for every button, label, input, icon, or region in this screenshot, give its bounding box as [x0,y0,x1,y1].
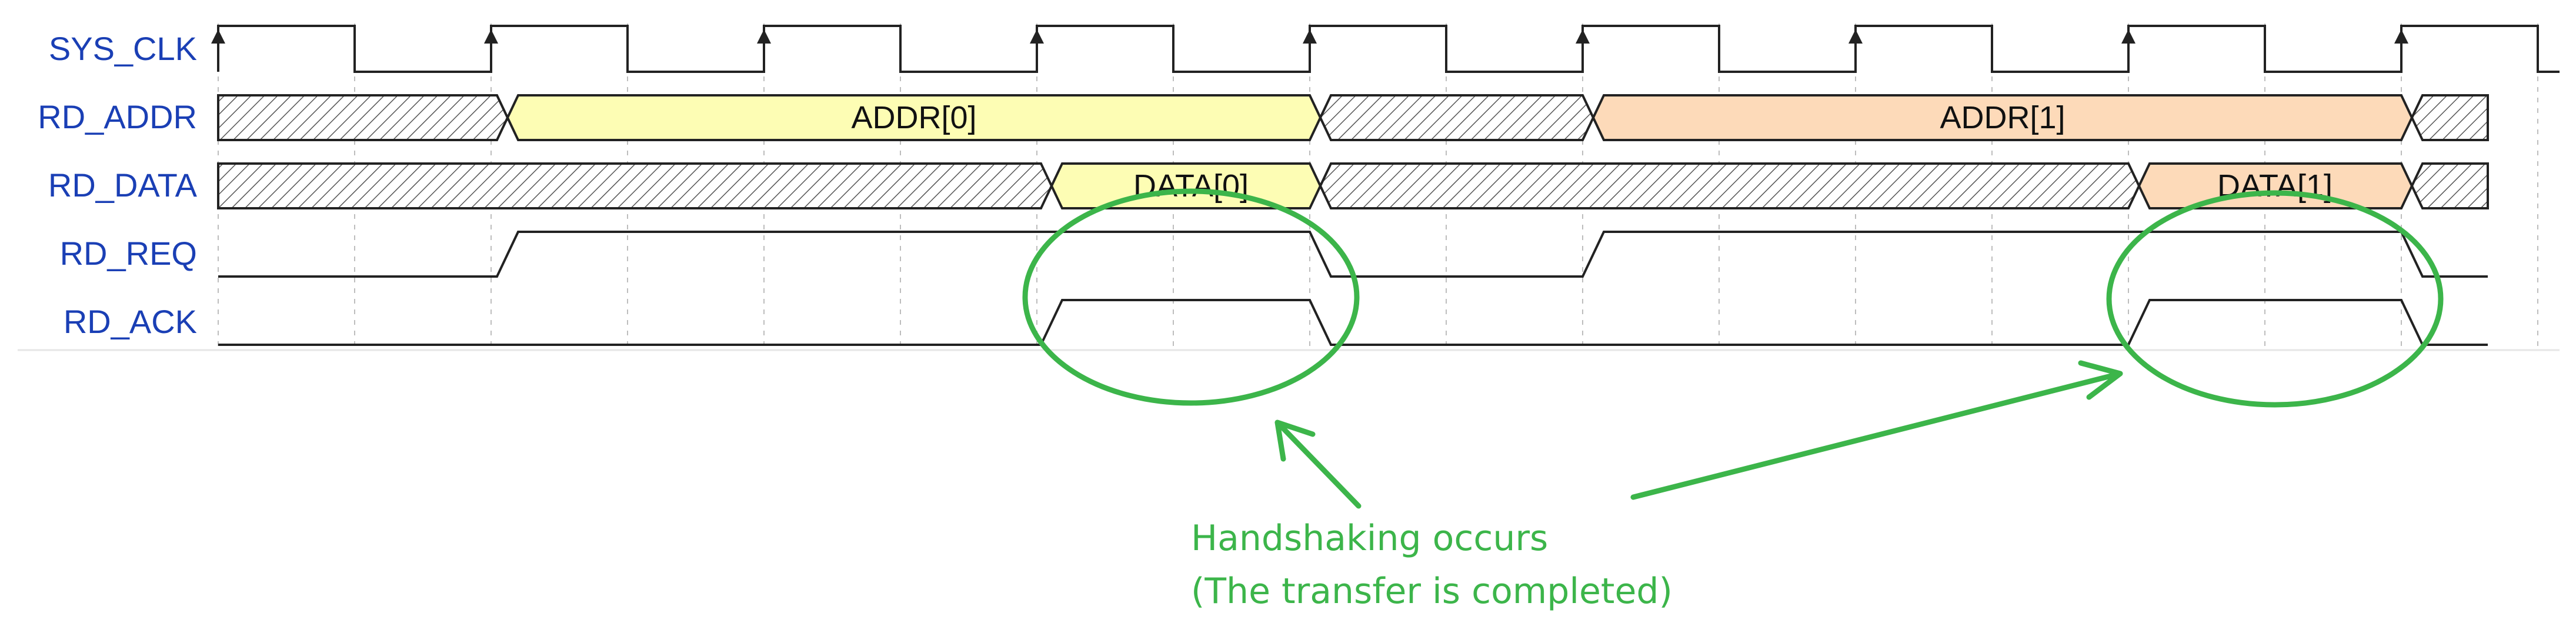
rd-data-segment-0-label: DATA[0] [1133,168,1249,204]
signal-label-sys-clk: SYS_CLK [49,30,197,67]
arrow-to-handshake-1-icon [1274,419,1362,509]
handshake-circle-1 [1022,188,1360,406]
handshake-circle-2 [2106,190,2444,408]
rd-addr-invalid-segment [2410,94,2489,141]
handshake-highlights [1022,188,2444,509]
rd-addr-segment-0-label: ADDR[0] [851,100,976,135]
arrow-to-handshake-2-icon [1630,360,2123,500]
signal-label-rd-data: RD_DATA [48,167,198,204]
signal-label-rd-req: RD_REQ [60,235,197,272]
rd-ack-wave [218,299,2488,346]
rd-addr-invalid-segment [217,94,509,141]
rd-data-bus [217,162,2489,209]
rd-addr-segment-1-label: ADDR[1] [1940,100,2065,135]
rd-req-wave [218,231,2488,278]
sys-clk-wave [211,25,2560,73]
clock-edge-arrows [211,29,2408,50]
signal-label-rd-addr: RD_ADDR [38,98,197,135]
signal-labels: SYS_CLK RD_ADDR RD_DATA RD_REQ RD_ACK [38,30,197,340]
signal-label-rd-ack: RD_ACK [64,303,197,340]
annotation-line-2: (The transfer is completed) [1191,571,1673,612]
rd-data-invalid-segment [217,162,1053,209]
clock-waveform [217,25,2560,73]
rd-addr-bus [217,94,2489,141]
annotation-line-1: Handshaking occurs [1191,518,1548,559]
rd-data-invalid-segment [2410,162,2489,209]
rd-addr-invalid-segment [1319,94,1595,141]
rd-data-invalid-segment [1319,162,2141,209]
